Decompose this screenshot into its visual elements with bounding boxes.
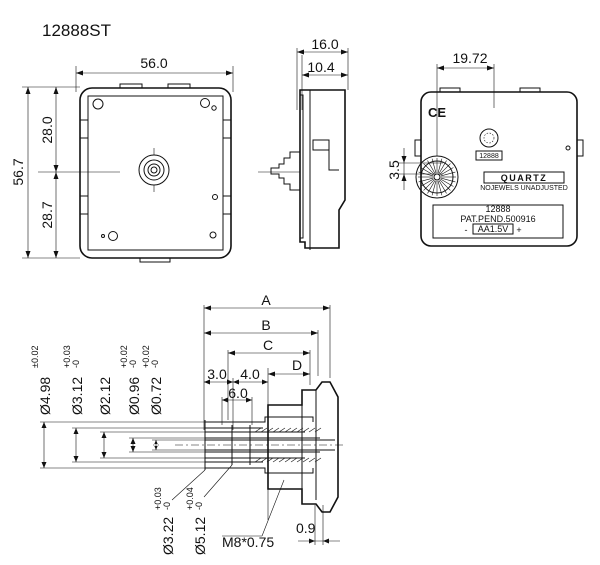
side-housing xyxy=(299,89,346,249)
setting-wheel xyxy=(415,155,459,199)
diameter-label: Ø0.96 xyxy=(126,377,142,415)
thread-spec: M8*0.75 xyxy=(222,534,274,550)
hatch-line xyxy=(290,427,298,433)
diameter-tolerance-upper: ±0.02 xyxy=(30,346,40,368)
dim-upper-28: 28.0 xyxy=(39,116,55,143)
diameter-tolerance-upper: +0.03 xyxy=(62,345,72,368)
diameter-label: Ø0.72 xyxy=(148,377,164,415)
movement-housing xyxy=(79,87,232,259)
diameter-tolerance-lower: -0 xyxy=(71,360,81,368)
patent-label: PAT.PEND.500916 xyxy=(460,214,535,224)
ce-mark: CE xyxy=(428,105,446,120)
front-view: 56.0 56.7 28.0 28.7 xyxy=(10,55,234,263)
wheel-spoke xyxy=(423,179,435,191)
wheel-spoke xyxy=(440,177,456,183)
quartz-label: QUARTZ xyxy=(501,173,548,183)
wheel-spoke xyxy=(437,158,443,174)
wheel-spoke xyxy=(438,180,447,194)
diameter-label-lower: Ø5.12 xyxy=(192,517,208,555)
wheel-spoke xyxy=(439,179,451,191)
wheel-spoke xyxy=(440,167,454,176)
wheel-spoke xyxy=(418,171,434,177)
hatch-line xyxy=(302,427,310,433)
battery-plus: + xyxy=(516,225,521,235)
dim-6-0: 6.0 xyxy=(228,385,248,401)
wheel-spoke xyxy=(438,160,447,174)
hatch-line xyxy=(290,457,298,463)
wheel-spoke xyxy=(431,180,437,196)
diameter-tolerance-lower: -0 xyxy=(162,502,172,510)
wheel-spoke xyxy=(427,180,436,194)
hatch-line xyxy=(278,427,286,433)
diameter-tolerance-upper: +0.02 xyxy=(141,345,151,368)
wheel-spoke xyxy=(440,178,454,187)
dim-width-56: 56.0 xyxy=(140,55,167,71)
model-number: 12888 xyxy=(485,204,510,214)
dim-drop-3-5: 3.5 xyxy=(386,160,402,180)
part-number-title: 12888ST xyxy=(42,21,111,40)
dim-shaft-10-4: 10.4 xyxy=(307,59,334,75)
hatch-line xyxy=(254,457,262,463)
hatch-line xyxy=(260,457,268,463)
dim-4-0: 4.0 xyxy=(240,366,260,382)
wheel-spoke xyxy=(439,163,451,175)
diameter-label: Ø4.98 xyxy=(37,377,53,415)
movement-stamp: 12888 xyxy=(479,153,499,160)
diameter-tolerance-upper: +0.03 xyxy=(153,487,163,510)
wheel-spoke xyxy=(418,177,434,183)
wheel-spoke xyxy=(423,163,435,175)
diameter-label-lower: Ø3.22 xyxy=(160,517,176,555)
dim-height-56-7: 56.7 xyxy=(10,158,26,185)
hatch-line xyxy=(272,457,280,463)
dim-C: C xyxy=(263,337,273,353)
housing-section xyxy=(267,381,339,513)
battery-minus: - xyxy=(465,225,468,235)
hatch-line xyxy=(254,427,262,433)
diameter-tolerance-upper: +0.02 xyxy=(119,345,129,368)
dim-B: B xyxy=(261,317,270,333)
dim-offset-19-72: 19.72 xyxy=(452,50,487,66)
dim-A: A xyxy=(261,292,271,308)
wheel-spoke xyxy=(440,171,456,177)
hatch-line xyxy=(284,457,292,463)
dim-3-0: 3.0 xyxy=(207,366,227,382)
hatch-line xyxy=(302,457,310,463)
dim-lower-28-7: 28.7 xyxy=(39,201,55,228)
hatch-line xyxy=(278,457,286,463)
wheel-spoke xyxy=(420,178,434,187)
wheel-spoke xyxy=(420,167,434,176)
wheel-spoke xyxy=(427,160,436,174)
dim-D: D xyxy=(292,357,302,373)
hatch-line xyxy=(308,457,316,463)
diameter-tolerance-lower: -0 xyxy=(150,360,160,368)
back-housing xyxy=(420,91,578,247)
diameter-tolerance-upper: +0.04 xyxy=(185,487,195,510)
wheel-spoke xyxy=(437,180,443,196)
jewel-label: NOJEWELS UNADJUSTED xyxy=(480,185,568,192)
hatch-line xyxy=(260,427,268,433)
hatch-line xyxy=(308,427,316,433)
diameter-tolerance-lower: -0 xyxy=(194,502,204,510)
wheel-spoke xyxy=(431,158,437,174)
section-view: A B C D 3.0 4.0 6.0 xyxy=(30,292,345,555)
diameter-label: Ø3.12 xyxy=(69,377,85,415)
dim-depth-16: 16.0 xyxy=(311,36,338,52)
battery-label: AA1.5V xyxy=(478,224,509,234)
dim-0-9: 0.9 xyxy=(296,520,316,536)
side-view: 16.0 10.4 xyxy=(258,36,349,250)
diameter-label: Ø2.12 xyxy=(97,377,113,415)
back-view: 19.72 3.5 CE 12888 QUARTZ NOJEWELS U xyxy=(386,50,584,247)
diameter-tolerance-lower: -0 xyxy=(128,360,138,368)
hatch-line xyxy=(272,427,280,433)
hatch-line xyxy=(284,427,292,433)
